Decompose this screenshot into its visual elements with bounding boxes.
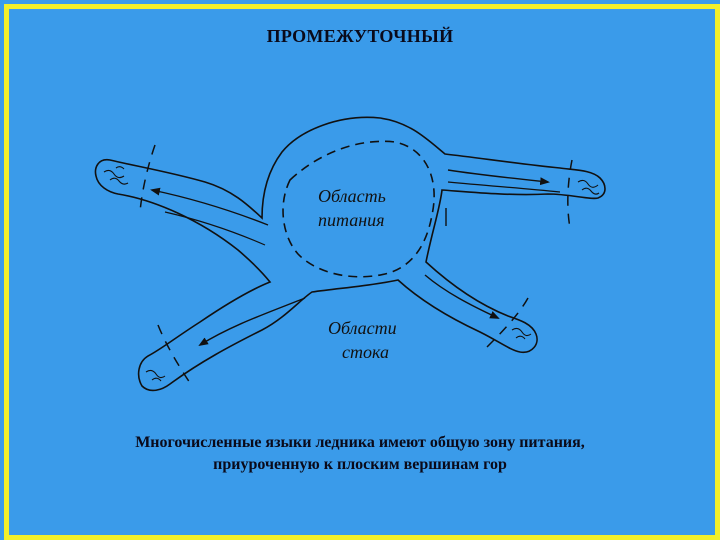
inner-flow-line	[447, 181, 561, 193]
flow-arrow-southeast	[424, 274, 500, 319]
feeding-area-boundary	[282, 140, 435, 278]
inner-flow-line	[164, 211, 266, 246]
glacier-outline	[94, 116, 606, 392]
label-runoff-area-line2: стока	[342, 342, 389, 362]
caption-line-1: Многочисленные языки ледника имеют общую…	[135, 434, 585, 451]
crevasse-marks-southeast	[511, 327, 532, 340]
crevasse-marks-west	[103, 166, 129, 185]
slide-frame	[4, 4, 720, 540]
ablation-boundary-east	[567, 159, 573, 229]
label-feeding-area-line1: Область	[318, 186, 386, 206]
crevasse-marks-east	[577, 179, 600, 195]
ablation-boundary-west	[139, 144, 156, 213]
flow-arrow-southwest	[198, 297, 306, 347]
flow-arrow-west	[150, 187, 269, 226]
slide-caption: Многочисленные языки ледника имеют общую…	[40, 432, 680, 476]
label-runoff-area-line1: Области	[328, 318, 397, 338]
caption-line-2: приуроченную к плоским вершинам гор	[213, 456, 507, 473]
slide-title: ПРОМЕЖУТОЧНЫЙ	[266, 26, 454, 46]
flow-arrow-east	[447, 169, 550, 186]
ablation-boundary-southeast	[483, 297, 529, 351]
label-feeding-area-line2: питания	[318, 210, 385, 230]
ablation-boundary-southwest	[157, 324, 193, 387]
crevasse-marks-southwest	[145, 369, 166, 382]
